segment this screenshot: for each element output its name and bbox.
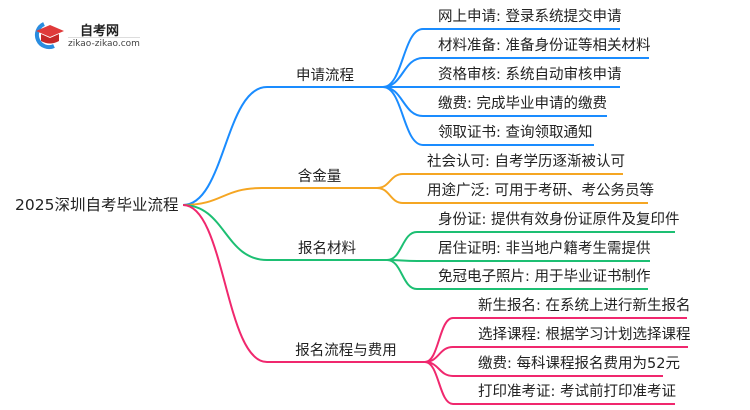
logo-url: zikao-zikao.com	[68, 37, 140, 49]
leaf-node[interactable]: 身份证: 提供有效身份证原件及复印件	[438, 212, 680, 228]
branch-node[interactable]: 申请流程	[296, 68, 354, 84]
logo: 自考网 zikao-zikao.com	[30, 20, 140, 50]
branch-connector	[182, 187, 377, 206]
leaf-node[interactable]: 打印准考证: 考试前打印准考证	[478, 384, 676, 400]
graduation-cap-icon	[34, 22, 64, 50]
leaf-node[interactable]: 用途广泛: 可用于考研、考公务员等	[427, 183, 654, 199]
leaf-connector	[424, 361, 675, 405]
branch-node[interactable]: 含金量	[297, 169, 342, 185]
leaf-node[interactable]: 缴费: 每科课程报名费用为52元	[478, 356, 680, 372]
leaf-node[interactable]: 领取证书: 查询领取通知	[438, 125, 593, 141]
leaf-node[interactable]: 网上申请: 登录系统提交申请	[438, 9, 622, 25]
leaf-node[interactable]: 缴费: 完成毕业申请的缴费	[438, 96, 607, 112]
branch-connector	[182, 204, 425, 363]
leaf-connector	[376, 187, 648, 204]
leaf-connector	[386, 259, 650, 262]
leaf-connector	[386, 259, 648, 290]
leaf-connector	[382, 28, 620, 88]
leaf-node[interactable]: 选择课程: 根据学习计划选择课程	[478, 327, 691, 343]
leaf-node[interactable]: 资格审核: 系统自动审核申请	[438, 67, 622, 83]
leaf-node[interactable]: 社会认可: 自考学历逐渐被认可	[427, 154, 625, 170]
root-node[interactable]: 2025深圳自考毕业流程	[15, 196, 179, 214]
leaf-node[interactable]: 新生报名: 在系统上进行新生报名	[478, 298, 691, 314]
branch-node[interactable]: 报名流程与费用	[295, 343, 397, 359]
leaf-node[interactable]: 免冠电子照片: 用于毕业证书制作	[438, 269, 651, 285]
branch-node[interactable]: 报名材料	[298, 241, 356, 257]
branch-connector	[182, 204, 387, 261]
logo-name: 自考网	[80, 24, 120, 39]
leaf-connector	[382, 86, 594, 146]
branch-connector	[182, 86, 383, 206]
leaf-connector	[386, 231, 675, 261]
leaf-node[interactable]: 居住证明: 非当地户籍考生需提供	[438, 241, 651, 257]
leaf-node[interactable]: 材料准备: 准备身份证等相关材料	[438, 38, 651, 54]
